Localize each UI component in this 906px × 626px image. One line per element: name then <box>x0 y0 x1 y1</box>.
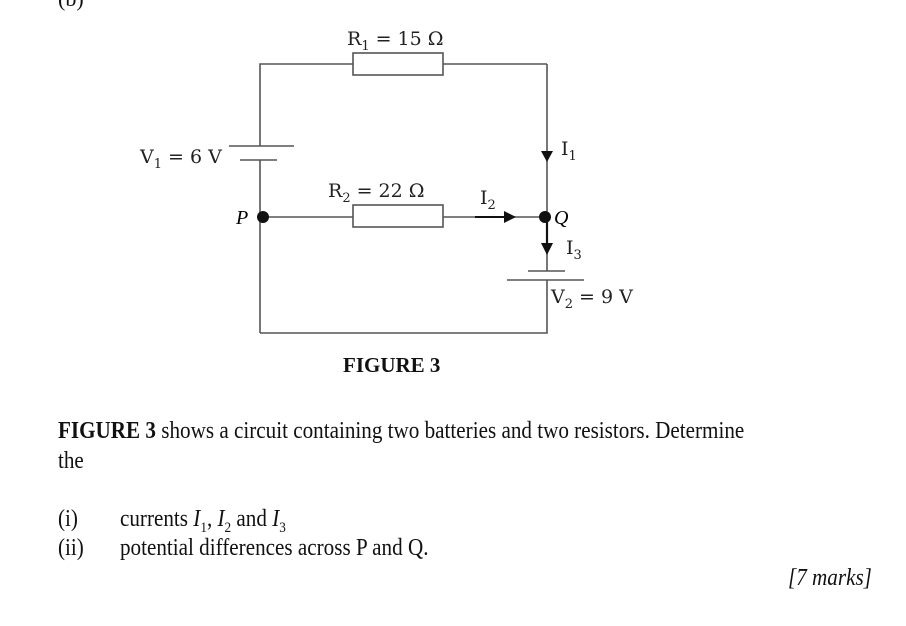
label-v1: V1= 6 V <box>139 146 222 172</box>
figure-caption: FIGURE 3 <box>343 353 440 377</box>
resistor-r2 <box>352 204 444 228</box>
label-r2: R2= 22 Ω <box>328 180 425 206</box>
item-i-text: currents I1, I2 and I3 <box>120 506 286 536</box>
node-p-dot <box>257 211 269 223</box>
marks: [7 marks] <box>788 565 872 591</box>
node-q-dot <box>539 211 551 223</box>
circuit-diagram: R1= 15 Ω R2= 22 Ω V1= 6 V V2= 9 V I1 I2 … <box>139 28 633 377</box>
arrow-i2-icon <box>504 211 516 223</box>
arrow-i3-icon <box>541 243 553 255</box>
resistor-r1 <box>352 52 444 76</box>
wire-bottom <box>260 280 548 334</box>
wire-top <box>259 63 353 146</box>
item-i-num: (i) <box>58 506 78 532</box>
label-v2: V2= 9 V <box>550 286 633 312</box>
label-i2: I2 <box>480 187 496 213</box>
item-ii-text: potential differences across P and Q. <box>120 535 429 561</box>
question-lead-line2: the <box>58 448 84 474</box>
label-node-p: P <box>235 207 248 229</box>
arrow-i1-icon <box>541 151 553 162</box>
label-node-q: Q <box>554 207 569 229</box>
item-ii-num: (ii) <box>58 535 84 561</box>
label-r1: R1= 15 Ω <box>347 28 444 54</box>
label-i3: I3 <box>566 237 582 263</box>
label-i1: I1 <box>561 138 577 164</box>
question-lead: FIGURE 3 shows a circuit containing two … <box>58 418 745 444</box>
part-label: (b) <box>58 0 84 12</box>
